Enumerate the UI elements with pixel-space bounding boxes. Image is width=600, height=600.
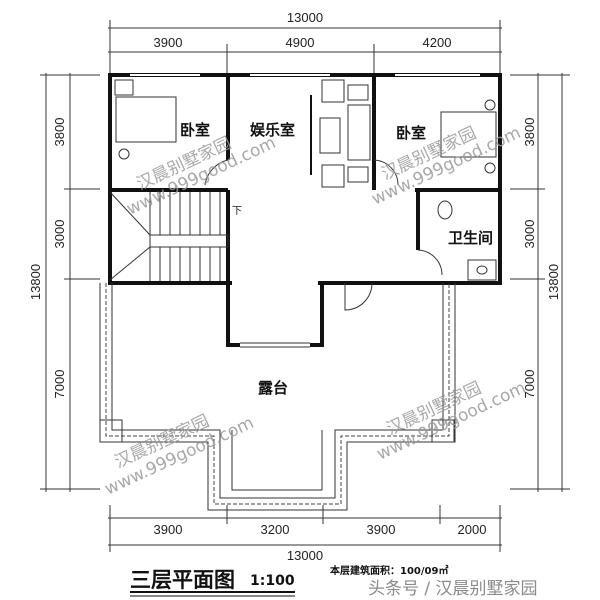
dim-right-1: 3800 — [522, 118, 537, 147]
left-dimensions: 13800 3800 3000 7000 — [28, 73, 100, 492]
furniture — [114, 79, 497, 281]
staircase: 下 — [109, 191, 242, 281]
dim-left-3: 7000 — [52, 370, 67, 399]
dim-left-total: 13800 — [28, 264, 43, 300]
source-watermark: 头条号 / 汉晨别墅家园 — [368, 579, 538, 599]
plan-title: 三层平面图 — [130, 568, 235, 592]
room-label-bathroom: 卫生间 — [448, 229, 493, 247]
bed-left-icon — [115, 96, 177, 143]
bed-right-icon — [440, 111, 497, 158]
dim-left-1: 3800 — [52, 118, 67, 147]
stair-down-label: 下 — [232, 206, 242, 217]
dim-bottom-3: 3900 — [367, 522, 396, 537]
dim-bottom-total: 13000 — [287, 548, 323, 563]
walls — [108, 73, 502, 348]
title-block: 三层平面图 1:100 本层建筑面积：100/09㎡ 头条号 / 汉晨别墅家园 — [130, 564, 538, 599]
lamp-icon — [118, 148, 130, 160]
tv-table-icon — [319, 117, 341, 154]
dim-right-total: 13800 — [546, 264, 561, 300]
sofa-icon — [347, 104, 371, 161]
dim-bottom-1: 3900 — [154, 522, 183, 537]
dim-bottom-2: 3200 — [261, 522, 290, 537]
dim-right-3: 7000 — [522, 370, 537, 399]
dim-bottom-4: 2000 — [458, 522, 487, 537]
right-dimensions: 3800 3000 7000 13800 — [510, 73, 570, 492]
dim-top-1: 3900 — [154, 35, 183, 50]
room-label-bedroom-right: 卧室 — [396, 124, 426, 142]
toilet-icon — [437, 200, 453, 220]
plan-scale: 1:100 — [250, 573, 295, 589]
dim-top-3: 4200 — [423, 35, 452, 50]
watermarks: 汉晨别墅家园 www.999good.com 汉晨别墅家园 www.999goo… — [102, 123, 529, 500]
wardrobe-icon — [114, 79, 134, 96]
dim-top-2: 4900 — [286, 35, 315, 50]
sink-icon — [467, 259, 497, 281]
room-label-entertainment: 娱乐室 — [250, 121, 295, 139]
dim-right-2: 3000 — [522, 220, 537, 249]
terrace-parapet — [99, 283, 456, 511]
area-note: 本层建筑面积：100/09㎡ — [330, 564, 448, 577]
room-label-terrace: 露台 — [258, 379, 288, 397]
bottom-dimensions: 3900 3200 3900 2000 13000 — [108, 505, 502, 563]
dim-top-total: 13000 — [287, 10, 323, 25]
dim-left-2: 3000 — [52, 220, 67, 249]
room-label-bedroom-left: 卧室 — [180, 121, 210, 139]
top-dimensions: 13000 3900 4900 4200 — [108, 10, 502, 75]
